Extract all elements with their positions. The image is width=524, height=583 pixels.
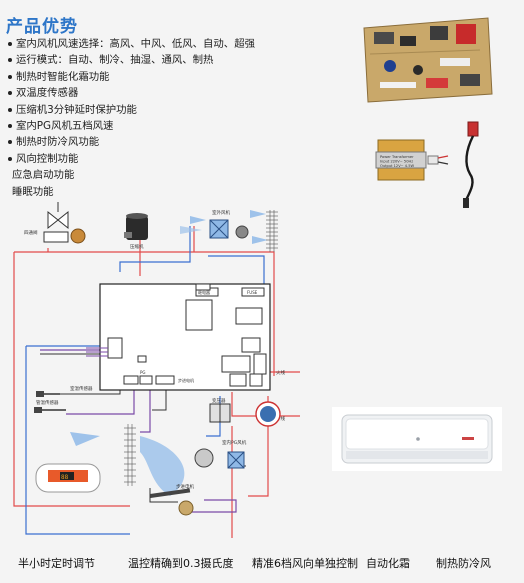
bullet-icon — [8, 42, 12, 46]
ac-unit-icon — [341, 414, 493, 464]
indoor-fan-icon — [194, 448, 245, 469]
connector — [123, 375, 139, 385]
connector — [229, 373, 247, 387]
ac-indoor-unit-photo — [332, 407, 502, 471]
relay-label: 继电器 — [198, 289, 210, 295]
bullet-icon — [8, 107, 12, 112]
caption-timer: 半小时定时调节 — [18, 557, 95, 570]
wire-harness — [86, 347, 108, 357]
feature-item: 室内风机风速选择：高风、中风、低风、自动、超强 — [8, 36, 255, 52]
capacitor-block — [221, 355, 251, 373]
outdoor-fan-icon — [209, 219, 249, 239]
feature-item: 应急启动功能 — [8, 167, 255, 183]
feature-text: 室内风机风速选择：高风、中风、低风、自动、超强 — [16, 38, 255, 50]
feature-caption-strip: 半小时定时调节 温控精确到0.3摄氏度 精准6档风向单独控制 自动化霜 制热防冷… — [0, 551, 524, 575]
bullet-icon — [8, 91, 12, 96]
wiring-diagram: 四通阀 压缩机 室外风机 继电器 FUSE — [13, 202, 300, 538]
four-way-valve-label: 四通阀 — [24, 229, 38, 236]
connector-plug-icon — [255, 401, 281, 427]
connector — [249, 373, 263, 387]
feature-item: 睡眠功能 — [8, 184, 255, 200]
outdoor-fan-label: 室外风机 — [212, 209, 230, 216]
bullet-icon — [8, 58, 12, 63]
feature-list: 室内风机风速选择：高风、中风、低风、自动、超强 运行模式：自动、制冷、抽湿、通风… — [8, 36, 255, 200]
airflow-arc-icon — [70, 432, 185, 496]
neutral-wire-label: 零线 — [276, 415, 285, 422]
feature-text: 风向控制功能 — [16, 152, 79, 165]
bullet-icon — [8, 140, 12, 145]
swing-motor-icon — [150, 488, 194, 516]
feature-text: 制热时智能化霜功能 — [16, 70, 110, 83]
caption-defrost: 自动化霜 — [366, 557, 410, 570]
indoor-fan-label: 室内PG风机 — [222, 439, 247, 446]
feature-item: 室内PG风机五档风速 — [8, 118, 255, 134]
caption-fan-direction: 精准6档风向单独控制 — [252, 557, 358, 570]
connector — [139, 375, 153, 385]
compressor-label: 压缩机 — [130, 243, 144, 250]
room-sensor-icon — [36, 391, 60, 397]
feature-text: 运行模式：自动、制冷、抽湿、通风、制热 — [16, 54, 214, 67]
room-sensor-label: 室温传感器 — [70, 385, 93, 392]
terminal-block — [241, 337, 261, 353]
section-title: 产品优势 — [6, 17, 78, 37]
feature-item: 双温度传感器 — [8, 85, 255, 101]
transformer-label: 变压器 — [212, 397, 226, 404]
connector — [195, 283, 211, 291]
pipe-sensor-label: 管温传感器 — [36, 399, 59, 406]
four-way-valve-icon — [43, 202, 86, 244]
transformer-icon — [209, 403, 231, 423]
live-wire-label: 火线 — [276, 369, 285, 376]
relay-component — [185, 299, 213, 331]
compressor-icon — [124, 213, 148, 240]
feature-text: 压缩机3分钟延时保护功能 — [16, 103, 137, 116]
indoor-coil-icon — [124, 424, 136, 486]
transformer-label-line1: Power Transformer — [380, 155, 414, 159]
feature-text: 应急启动功能 — [12, 169, 75, 182]
bullet-icon — [8, 74, 12, 79]
caption-anti-cold-air: 制热防冷风 — [436, 557, 491, 570]
connector — [155, 375, 175, 385]
display-board — [35, 463, 101, 493]
heat-exchanger-coil-icon — [266, 210, 278, 252]
transformer-photo: Power Transformer Input 220V~ 50Hz Outpu… — [375, 139, 449, 181]
temperature-sensor-photo — [463, 121, 479, 208]
fuse-block — [241, 287, 265, 297]
pipe-sensor-icon — [34, 407, 66, 413]
caption-temp-precision: 温控精确到0.3摄氏度 — [128, 557, 234, 570]
feature-item: 运行模式：自动、制冷、抽湿、通风、制热 — [8, 52, 255, 68]
transformer-label-line2: Input 220V~ 50Hz — [380, 160, 413, 164]
feature-text: 制热时防冷风功能 — [16, 136, 100, 149]
connector — [137, 355, 147, 363]
feature-item: 风向控制功能 — [8, 151, 255, 167]
feature-text: 睡眠功能 — [12, 185, 54, 198]
transformer-label-line3: Output 12V~ 4.5W — [380, 164, 415, 168]
feature-item: 压缩机3分钟延时保护功能 — [8, 102, 255, 118]
bullet-icon — [8, 124, 12, 129]
display-digits: 88 — [61, 474, 69, 481]
feature-text: 室内PG风机五档风速 — [16, 120, 114, 133]
bullet-icon — [8, 156, 12, 161]
fuse-label: FUSE — [247, 290, 258, 295]
swing-motor-label: 步进电机 — [176, 483, 194, 490]
connector — [107, 337, 123, 359]
stepper-terminal-label: 步进电机 — [178, 377, 194, 383]
terminal-block — [253, 353, 267, 375]
pcb-board-photo — [363, 17, 493, 103]
pg-terminal-label: PG — [140, 370, 146, 375]
terminal-block — [235, 307, 263, 325]
feature-text: 双温度传感器 — [16, 87, 79, 100]
feature-item: 制热时智能化霜功能 — [8, 69, 255, 85]
feature-item: 制热时防冷风功能 — [8, 134, 255, 150]
airflow-arrows-icon — [180, 210, 268, 244]
